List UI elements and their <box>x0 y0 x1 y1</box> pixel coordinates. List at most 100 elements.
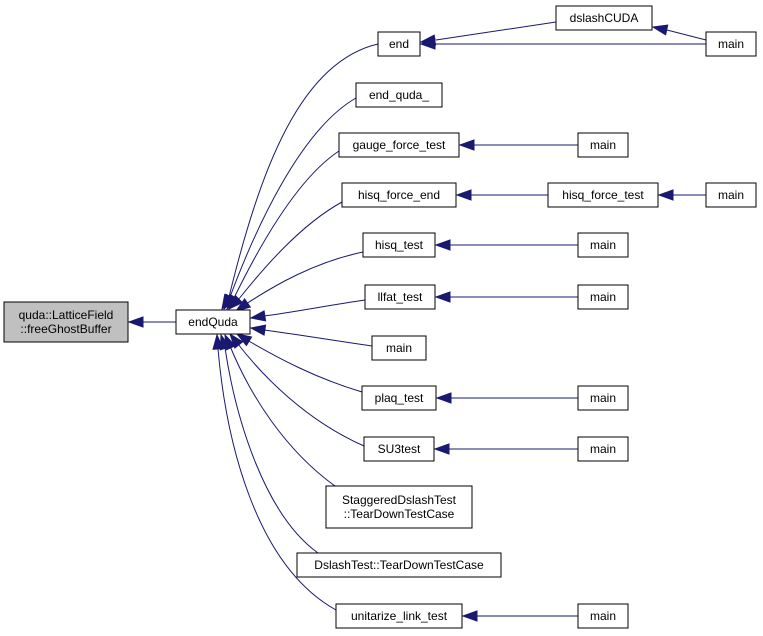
arrowhead-main_unitarize-to-unitarize_link_test <box>461 610 478 622</box>
node-label: hisq_force_test <box>562 188 644 202</box>
edge-dslashcuda-to-end <box>435 21 557 41</box>
node-box <box>364 284 436 310</box>
arrowhead-main_llfat-to-llfat_test <box>434 291 451 303</box>
node-label: endQuda <box>188 315 238 329</box>
node-llfat_test[interactable]: llfat_test <box>364 284 436 310</box>
node-hisq_test[interactable]: hisq_test <box>362 232 436 258</box>
node-box <box>363 436 435 462</box>
node-end[interactable]: end <box>377 31 421 57</box>
node-main_direct[interactable]: main <box>371 335 427 361</box>
node-main_su3[interactable]: main <box>577 436 629 462</box>
node-main_gauge[interactable]: main <box>577 132 629 158</box>
node-label: ::TearDownTestCase <box>344 507 455 521</box>
node-free_ghost[interactable]: quda::LatticeField::freeGhostBuffer <box>3 301 129 343</box>
node-box <box>362 232 436 258</box>
node-dslashcuda[interactable]: dslashCUDA <box>555 5 653 31</box>
node-label: main <box>590 442 616 456</box>
arrowhead-hisq_test-to-endquda <box>234 298 252 312</box>
node-box <box>355 82 443 108</box>
node-gauge_force_test[interactable]: gauge_force_test <box>338 132 460 158</box>
arrowhead-hisq_force_test-to-hisq_force_end <box>455 189 472 201</box>
node-label: hisq_test <box>375 238 424 252</box>
node-label: end_quda_ <box>369 88 429 102</box>
node-label: main <box>718 188 744 202</box>
node-box <box>3 301 129 343</box>
edge-layer <box>127 21 707 622</box>
node-end_quda_[interactable]: end_quda_ <box>355 82 443 108</box>
node-label: main <box>718 37 744 51</box>
node-box <box>705 31 757 57</box>
node-label: plaq_test <box>375 391 424 405</box>
node-staggered_teardown[interactable]: StaggeredDslashTest::TearDownTestCase <box>325 485 473 529</box>
arrowhead-llfat_test-to-endquda <box>249 310 267 322</box>
node-hisq_force_end[interactable]: hisq_force_end <box>341 182 457 208</box>
node-label: main <box>590 391 616 405</box>
node-label: StaggeredDslashTest <box>342 493 457 507</box>
node-box <box>335 603 463 629</box>
node-box <box>361 385 437 411</box>
node-box <box>577 436 629 462</box>
node-box <box>577 132 629 158</box>
node-box <box>325 485 473 529</box>
node-label: SU3test <box>378 442 421 456</box>
edge-main_direct-to-endquda <box>263 329 373 347</box>
node-box <box>296 552 502 578</box>
edge-unitarize_link_test-to-endquda <box>217 348 337 611</box>
node-main_hisq[interactable]: main <box>577 232 629 258</box>
node-box <box>705 182 757 208</box>
node-main_hisq_force[interactable]: main <box>705 182 757 208</box>
node-label: main <box>590 238 616 252</box>
node-plaq_test[interactable]: plaq_test <box>361 385 437 411</box>
node-main_plaq[interactable]: main <box>577 385 629 411</box>
arrowhead-unitarize_link_test-to-endquda <box>212 333 224 350</box>
node-main_llfat[interactable]: main <box>577 284 629 310</box>
node-label: quda::LatticeField <box>19 308 114 322</box>
node-hisq_force_test[interactable]: hisq_force_test <box>547 182 659 208</box>
node-su3test[interactable]: SU3test <box>363 436 435 462</box>
edge-staggered_teardown-to-endquda <box>229 345 336 487</box>
node-dslash_teardown[interactable]: DslashTest::TearDownTestCase <box>296 552 502 578</box>
node-box <box>371 335 427 361</box>
edge-gauge_force_test-to-endquda <box>233 150 340 299</box>
arrowhead-main_direct-to-endquda <box>249 324 267 336</box>
edge-end-to-endquda <box>228 43 379 298</box>
arrowhead-endquda-to-free_ghost <box>127 316 144 328</box>
arrowhead-main_plaq-to-plaq_test <box>435 392 452 404</box>
node-label: llfat_test <box>378 290 423 304</box>
arrowhead-main_hisq-to-hisq_test <box>434 239 451 251</box>
node-label: main <box>590 290 616 304</box>
node-unitarize_link_test[interactable]: unitarize_link_test <box>335 603 463 629</box>
node-label: main <box>590 609 616 623</box>
node-main_unitarize[interactable]: main <box>577 603 629 629</box>
arrowhead-main_dslash-to-end <box>419 38 436 50</box>
arrowhead-main_gauge-to-gauge_force_test <box>458 139 475 151</box>
node-box <box>577 385 629 411</box>
node-label: main <box>590 138 616 152</box>
edge-plaq_test-to-endquda <box>246 339 363 393</box>
edge-hisq_force_end-to-endquda <box>237 201 343 301</box>
node-label: ::freeGhostBuffer <box>20 322 111 336</box>
arrowhead-main_su3-to-su3test <box>433 443 450 455</box>
node-main_dslash[interactable]: main <box>705 31 757 57</box>
arrowhead-hisq_force_end-to-endquda <box>227 294 244 311</box>
node-endquda[interactable]: endQuda <box>175 309 251 335</box>
node-label: end <box>389 37 409 51</box>
node-label: hisq_force_end <box>358 188 440 202</box>
edge-su3test-to-endquda <box>237 343 365 447</box>
edge-dslash_teardown-to-endquda <box>224 347 319 554</box>
edge-llfat_test-to-endquda <box>263 299 366 317</box>
node-box <box>377 31 421 57</box>
node-box <box>341 182 457 208</box>
node-label: DslashTest::TearDownTestCase <box>314 558 484 572</box>
arrowhead-main_hisq_force-to-hisq_force_test <box>657 189 674 201</box>
node-box <box>577 284 629 310</box>
arrowhead-main_dslash-to-dslashcuda <box>651 24 669 36</box>
node-box <box>547 182 659 208</box>
node-box <box>577 603 629 629</box>
node-layer: quda::LatticeField::freeGhostBuffer endQu… <box>3 5 757 629</box>
node-box <box>555 5 653 31</box>
node-box <box>175 309 251 335</box>
node-label: gauge_force_test <box>353 138 446 152</box>
node-label: main <box>386 341 412 355</box>
